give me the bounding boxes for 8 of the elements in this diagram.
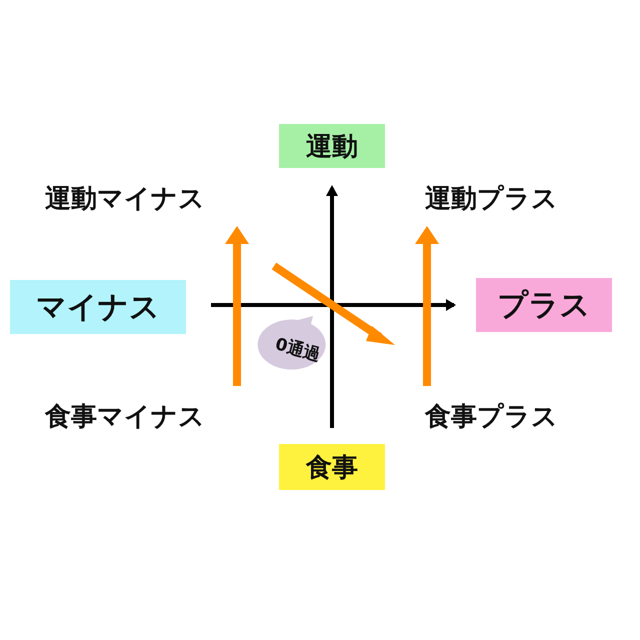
axis-label-box: 運動 [279, 124, 385, 168]
quadrant-label: 運動マイナス [45, 183, 205, 215]
quadrant-label: 運動プラス [425, 183, 558, 215]
axis-label-box: 食事 [279, 444, 385, 490]
axis-label-box: マイナス [10, 280, 186, 334]
quadrant-label: 食事プラス [425, 401, 558, 433]
quadrant-label: 食事マイナス [45, 401, 205, 433]
axis-label-box: プラス [476, 278, 612, 332]
